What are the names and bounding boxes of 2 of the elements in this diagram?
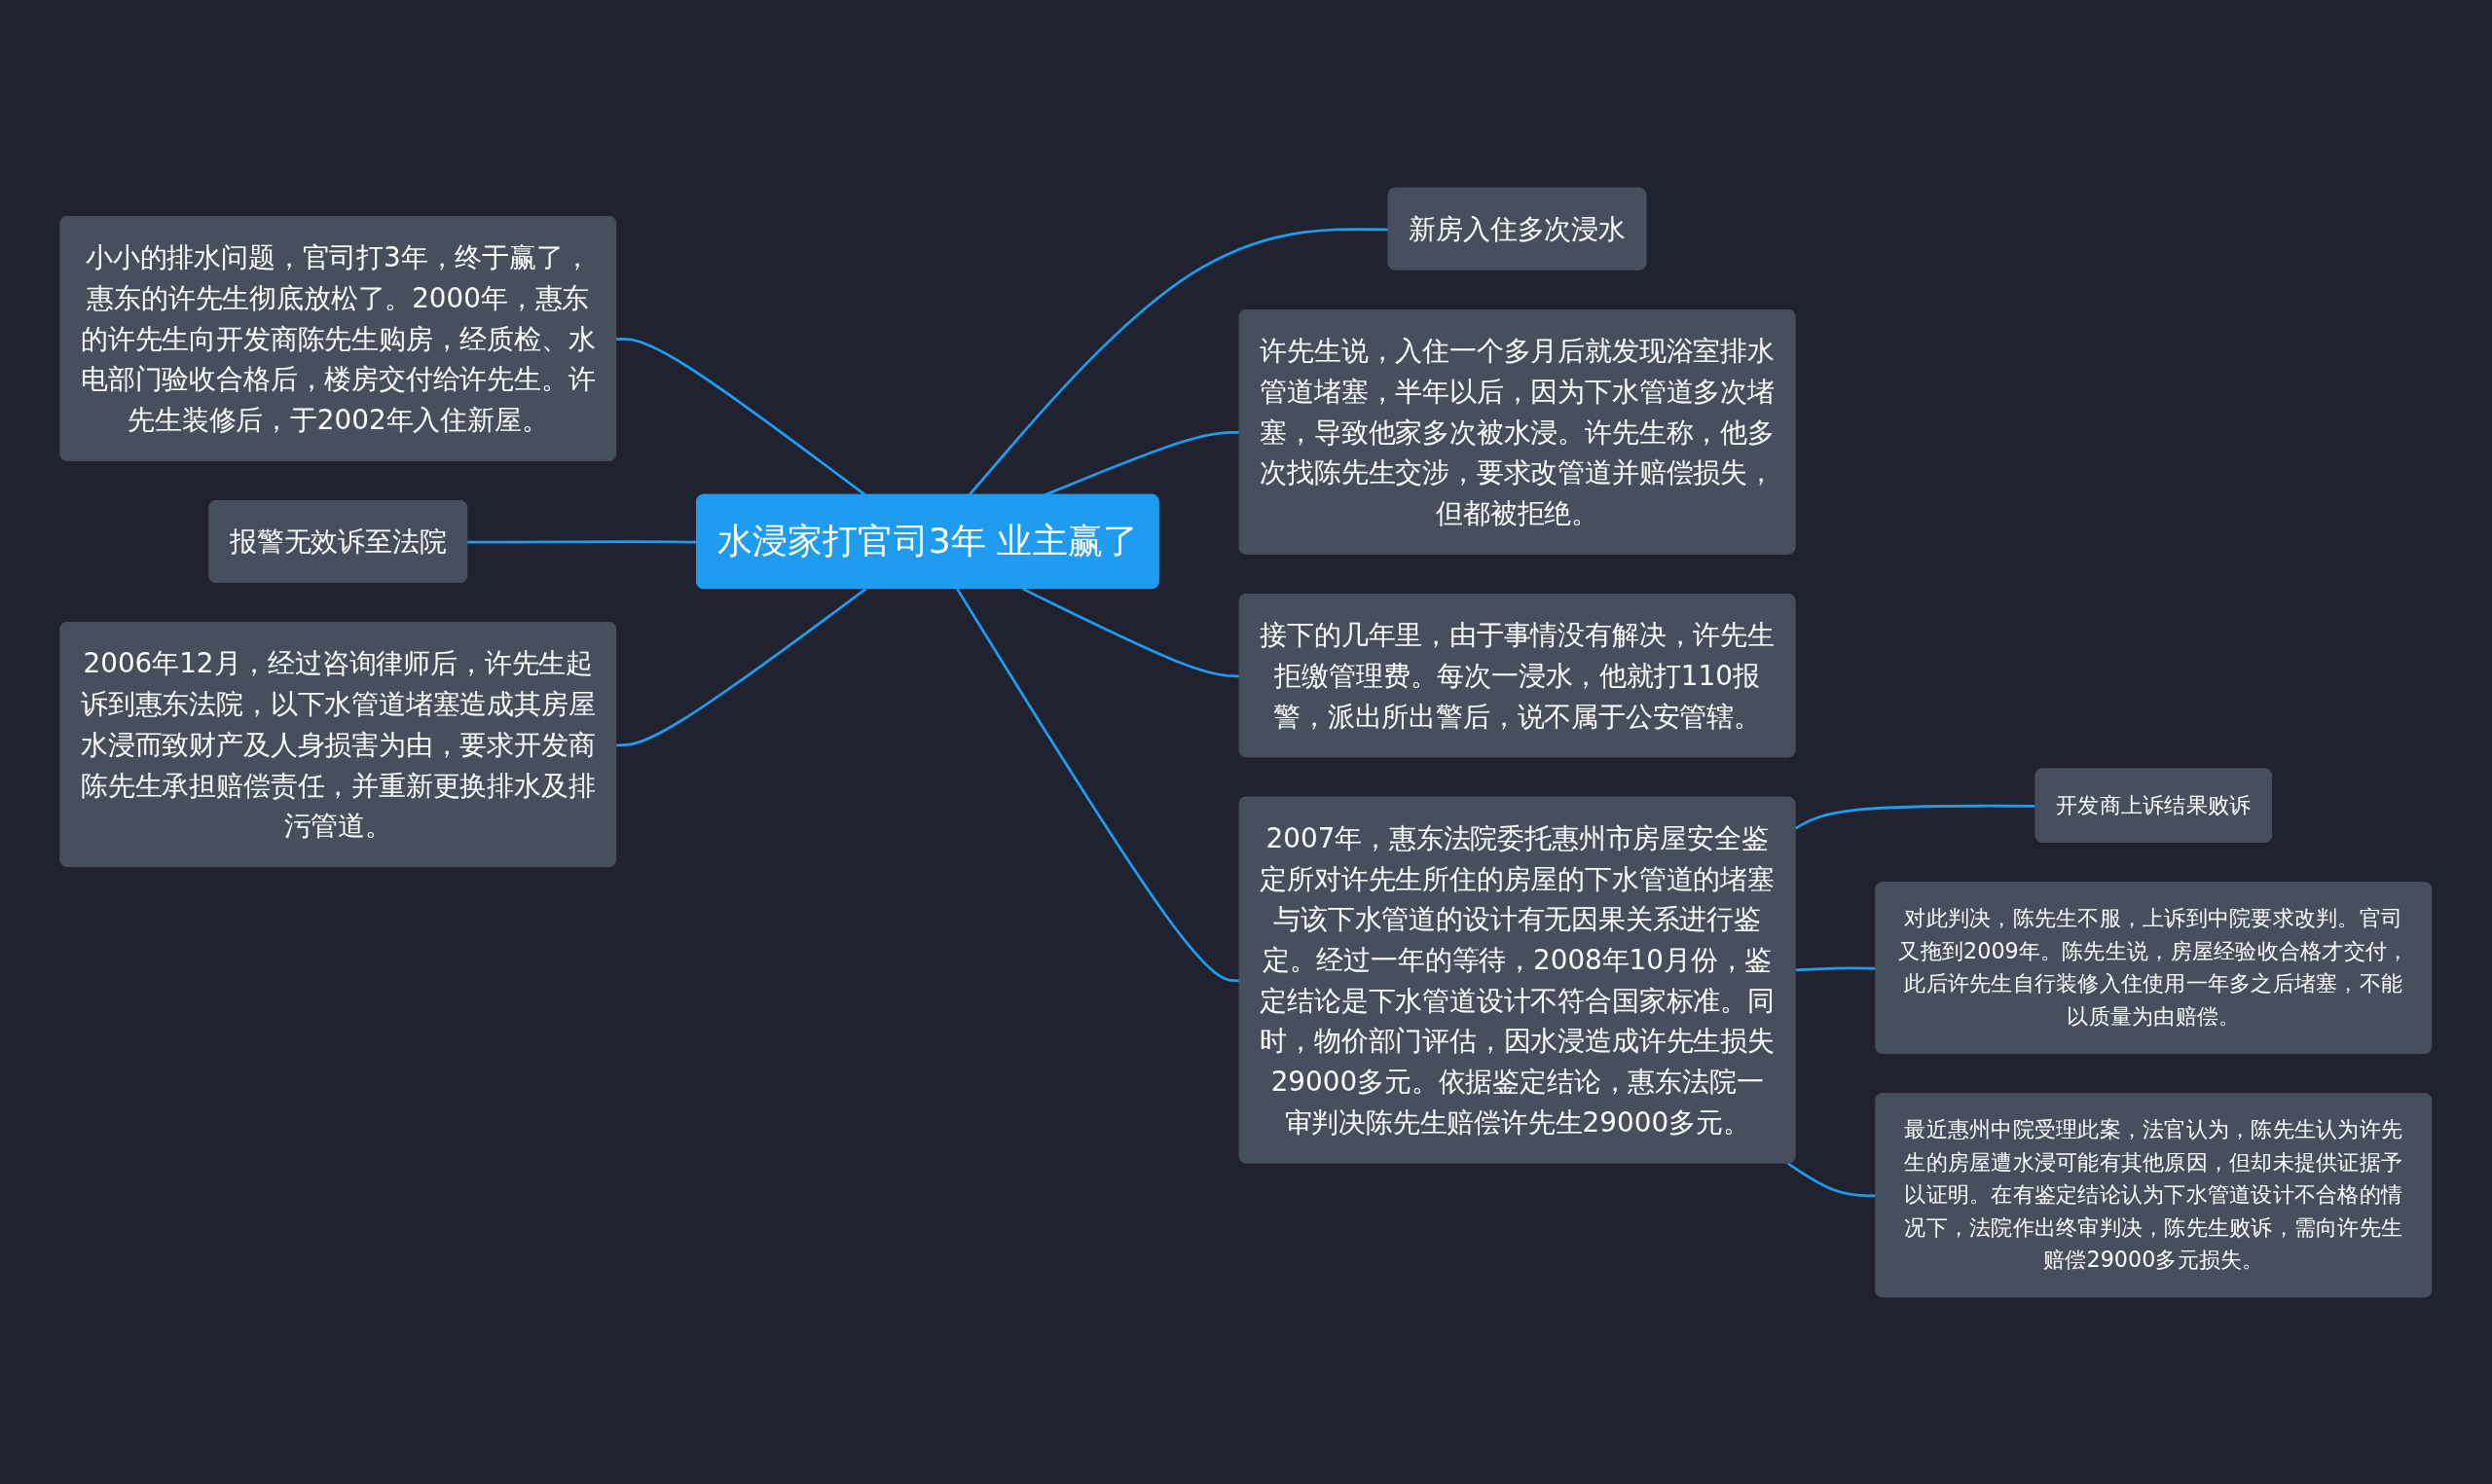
connector: [467, 539, 698, 544]
connector: [616, 587, 867, 746]
